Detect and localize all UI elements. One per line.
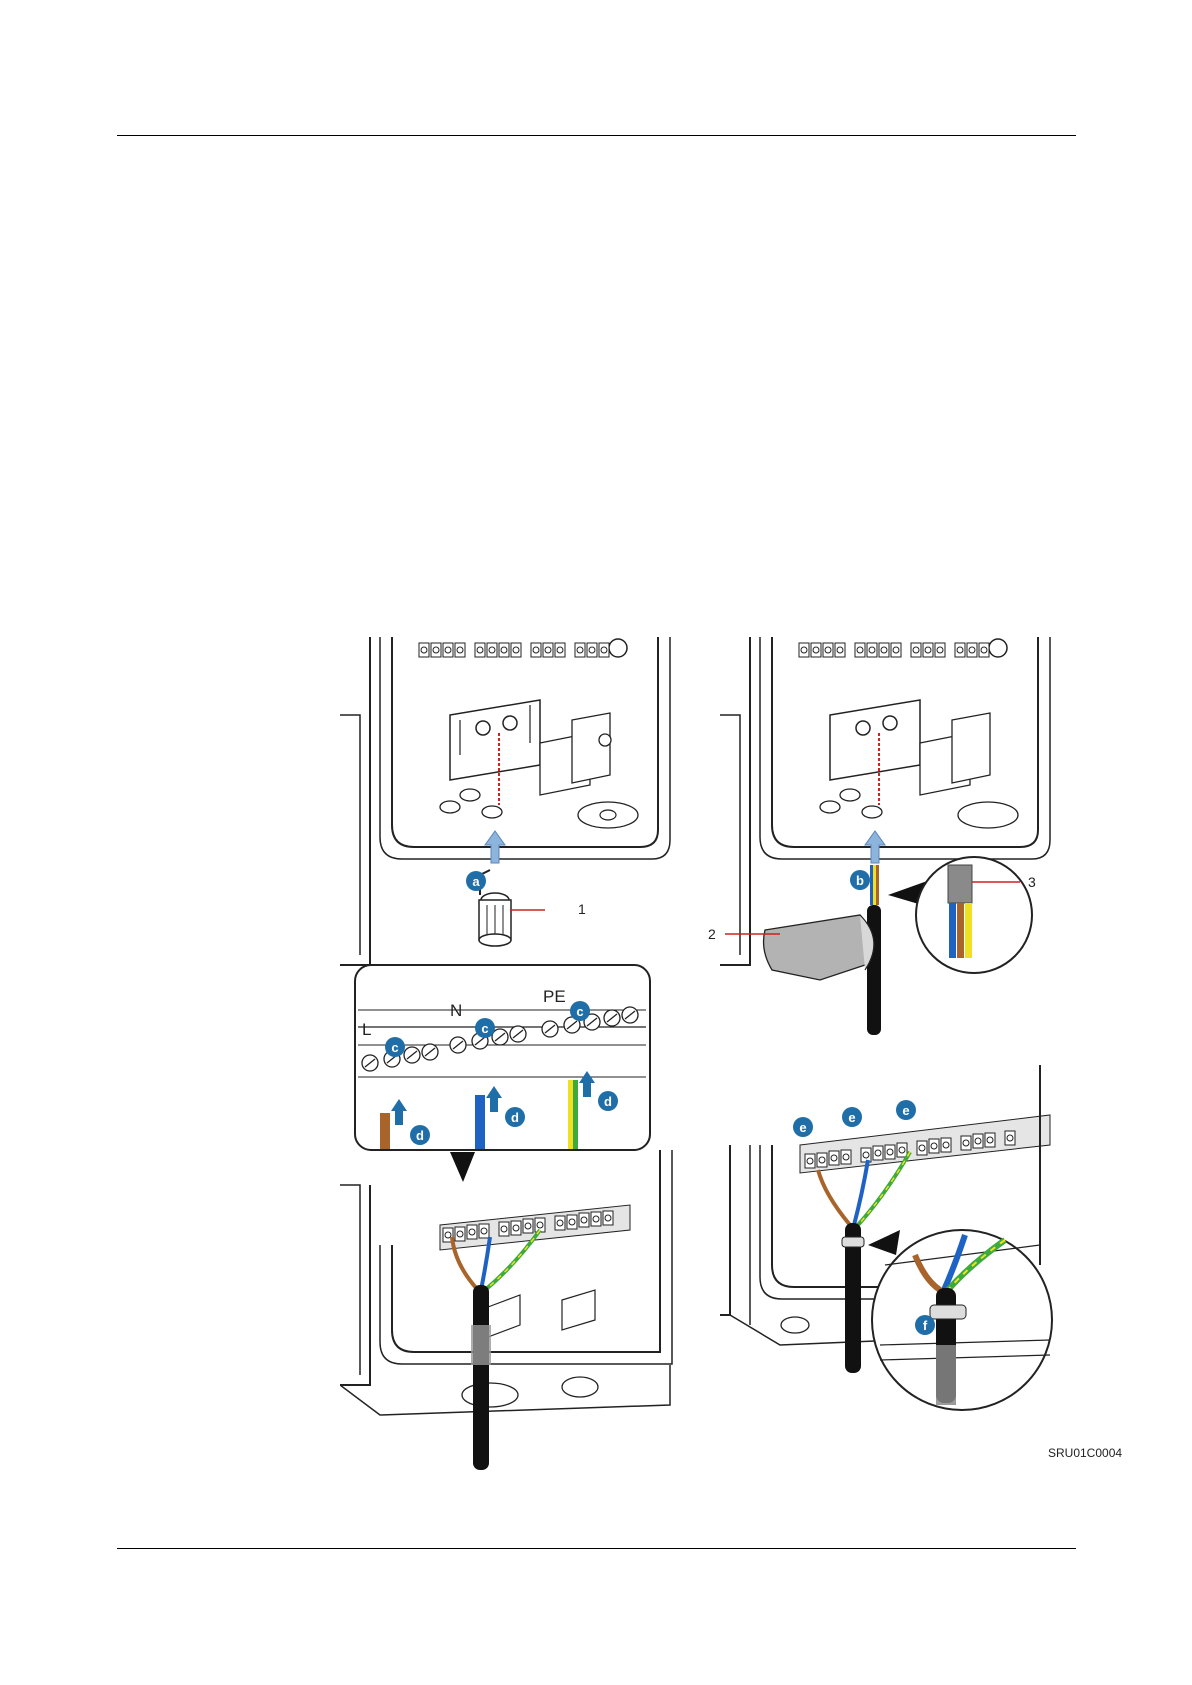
panel-step-c-d: L N PE c c c d d d [340, 965, 672, 1470]
svg-text:d: d [416, 1128, 424, 1143]
svg-text:f: f [923, 1318, 928, 1333]
svg-text:c: c [391, 1040, 398, 1055]
svg-text:a: a [472, 874, 480, 889]
step-badge-f: f [915, 1315, 935, 1335]
header-rule [117, 135, 1076, 136]
panel-step-b: 2 3 b [708, 637, 1050, 1035]
terminal-label-pe: PE [543, 987, 566, 1006]
svg-text:d: d [604, 1094, 612, 1109]
step-badge-e-3: e [896, 1100, 916, 1120]
svg-text:b: b [856, 873, 864, 888]
svg-text:d: d [511, 1110, 519, 1125]
step-badge-b: b [850, 870, 870, 890]
callout-2: 2 [708, 926, 716, 942]
svg-text:e: e [799, 1120, 806, 1135]
step-badge-d-l: d [410, 1125, 430, 1145]
heat-shrink-tube-part-2 [764, 915, 874, 980]
terminal-label-l: L [362, 1020, 371, 1039]
callout-1: 1 [578, 901, 586, 917]
cable-tie-detail-callout [872, 1230, 1052, 1410]
figure-code: SRU01C0004 [1048, 1446, 1122, 1460]
terminal-label-n: N [450, 1001, 462, 1020]
svg-text:c: c [576, 1004, 583, 1019]
step-badge-c-n: c [475, 1018, 495, 1038]
cable-detail-callout [916, 857, 1032, 973]
step-badge-a: a [466, 871, 486, 891]
wiring-installation-figure: 1 a [340, 625, 1130, 1470]
step-badge-c-l: c [385, 1037, 405, 1057]
svg-text:e: e [902, 1103, 909, 1118]
terminal-zoom-inset: L N PE c c c d d d [355, 965, 650, 1150]
callout-3: 3 [1028, 874, 1036, 890]
step-badge-e-1: e [793, 1117, 813, 1137]
svg-text:c: c [481, 1021, 488, 1036]
terminal-row-b [799, 643, 989, 657]
footer-rule [117, 1548, 1076, 1549]
panel-step-a: 1 a [340, 637, 670, 965]
step-badge-e-2: e [842, 1107, 862, 1127]
terminal-row-a [419, 643, 609, 657]
panel-step-e-f: e e e f [720, 1065, 1052, 1410]
svg-text:e: e [848, 1110, 855, 1125]
step-badge-c-pe: c [570, 1001, 590, 1021]
step-badge-d-n: d [505, 1107, 525, 1127]
step-badge-d-pe: d [598, 1091, 618, 1111]
power-cable-c [452, 1230, 540, 1470]
